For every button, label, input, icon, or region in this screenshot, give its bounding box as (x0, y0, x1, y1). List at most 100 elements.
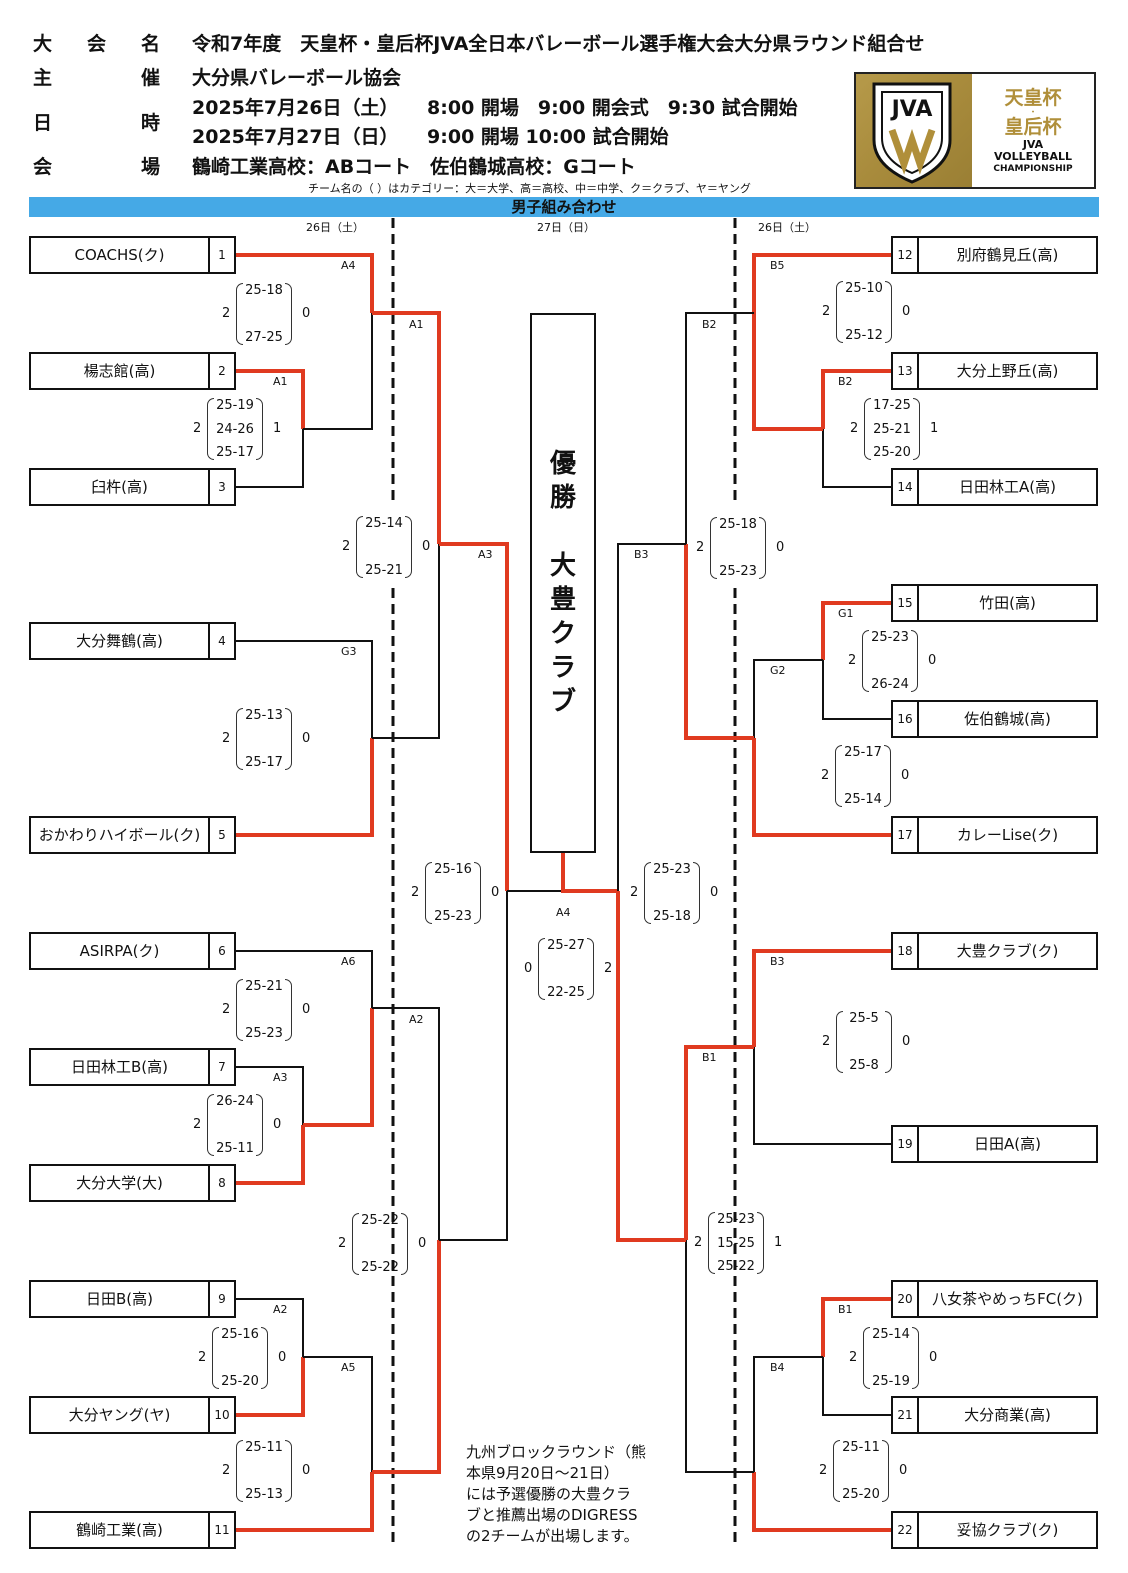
bracket-line (303, 1356, 373, 1472)
right-sets-won: 0 (278, 1350, 287, 1365)
left-sets-won: 2 (222, 306, 231, 321)
paren-right (587, 938, 594, 1000)
bracket-line (303, 1008, 374, 1127)
team-name: 日田B(高) (86, 1289, 153, 1308)
set-score: 25-23 (717, 1212, 755, 1227)
right-sets-won: 0 (273, 1117, 282, 1132)
right-sets-won: 0 (899, 1463, 908, 1478)
set-score: 25-13 (245, 1487, 283, 1502)
team-seed: 21 (893, 1398, 919, 1432)
set-score: 25-14 (844, 792, 882, 807)
bracket-line (752, 313, 823, 431)
set-score: 25-11 (245, 1440, 283, 1455)
team-seed: 8 (208, 1166, 234, 1200)
paren-left (236, 1440, 243, 1502)
right-sets-won: 0 (776, 540, 785, 555)
team-slot: 14 日田林工A(高) (891, 468, 1098, 506)
bracket-line (684, 1045, 754, 1240)
team-name: 日田林工A(高) (959, 477, 1056, 496)
team-slot: 21 大分商業(高) (891, 1396, 1098, 1434)
team-seed: 14 (893, 470, 919, 504)
right-sets-won: 0 (302, 731, 311, 746)
team-seed: 17 (893, 818, 919, 852)
set-score: 25-23 (871, 630, 909, 645)
logo-kanji-empress: 皇后杯 (1004, 115, 1062, 138)
team-seed: 5 (208, 818, 234, 852)
court-label: G2 (770, 664, 786, 677)
set-score: 25-22 (717, 1259, 755, 1274)
footnote-line: ブと推薦出場のDIGRESS (466, 1506, 638, 1524)
category-note: チーム名の（ ）はカテゴリー：大＝大学、高＝高校、中＝中学、ク＝クラブ、ヤ＝ヤン… (308, 182, 751, 195)
set-score: 25-23 (653, 862, 691, 877)
left-sets-won: 2 (222, 1463, 231, 1478)
paren-left (836, 1011, 843, 1073)
footnote-line: の2チームが出場します。 (466, 1527, 639, 1545)
court-label: A2 (273, 1303, 288, 1316)
right-sets-won: 0 (902, 304, 911, 319)
team-slot: 大分舞鶴(高)4 (29, 622, 236, 660)
organizer: 大分県バレーボール協会 (192, 67, 402, 89)
team-slot: COACHS(ク)1 (29, 236, 236, 274)
team-name: おかわりハイボール(ク) (38, 825, 201, 844)
set-score: 22-25 (547, 985, 585, 1000)
team-name: 大分ヤング(ヤ) (68, 1405, 171, 1424)
champion-label-char: 勝 (549, 483, 576, 513)
team-seed: 12 (893, 238, 919, 272)
paren-left (538, 938, 545, 1000)
set-score: 25-16 (221, 1327, 259, 1342)
court-label: G3 (341, 645, 357, 658)
bracket-line (822, 1357, 893, 1416)
paren-right (912, 1327, 919, 1389)
paren-left (236, 283, 243, 345)
paren-right (911, 630, 918, 692)
team-name: 竹田(高) (979, 593, 1036, 612)
set-score: 25-17 (216, 445, 254, 460)
left-sets-won: 2 (848, 653, 857, 668)
bracket-line (752, 253, 893, 313)
bracket-line (752, 738, 893, 837)
paren-left (864, 398, 871, 460)
footnote: 九州ブロックラウンド（熊 本県9月20日～21日） には予選優勝の大豊クラ ブと… (466, 1442, 646, 1547)
bracket-line (235, 950, 373, 1008)
bracket-line (684, 544, 754, 740)
team-seed: 7 (208, 1050, 234, 1084)
paren-left (236, 979, 243, 1041)
set-score: 26-24 (216, 1094, 254, 1109)
bracket-line (235, 738, 374, 837)
left-sets-won: 2 (342, 539, 351, 554)
court-label: G1 (838, 607, 854, 620)
court-label: B1 (702, 1051, 717, 1064)
left-sets-won: 2 (819, 1463, 828, 1478)
left-sets-won: 2 (198, 1350, 207, 1365)
set-score: 25-21 (365, 563, 403, 578)
logo-volleyball: VOLLEYBALL (993, 149, 1073, 163)
set-score: 25-20 (221, 1374, 259, 1389)
champion-team-char: 豊 (549, 585, 576, 615)
set-score: 25-11 (216, 1141, 254, 1156)
set-score: 25-10 (845, 281, 883, 296)
team-seed: 1 (208, 238, 234, 272)
paren-right (261, 1327, 268, 1389)
match-score: 2 25-16 25-20 0 (198, 1327, 318, 1389)
right-sets-won: 1 (273, 421, 282, 436)
team-name: 大分商業(高) (964, 1405, 1051, 1424)
logo-kanji-emperor: 天皇杯 (1004, 86, 1062, 109)
set-score: 25-12 (845, 328, 883, 343)
bracket-line (617, 543, 686, 891)
set-score: 25-23 (719, 564, 757, 579)
right-sets-won: 0 (710, 885, 719, 900)
set-score: 25-27 (547, 938, 585, 953)
right-sets-won: 1 (930, 421, 939, 436)
label-char: 大 (33, 33, 53, 55)
team-name: 別府鶴見丘(高) (956, 245, 1059, 264)
